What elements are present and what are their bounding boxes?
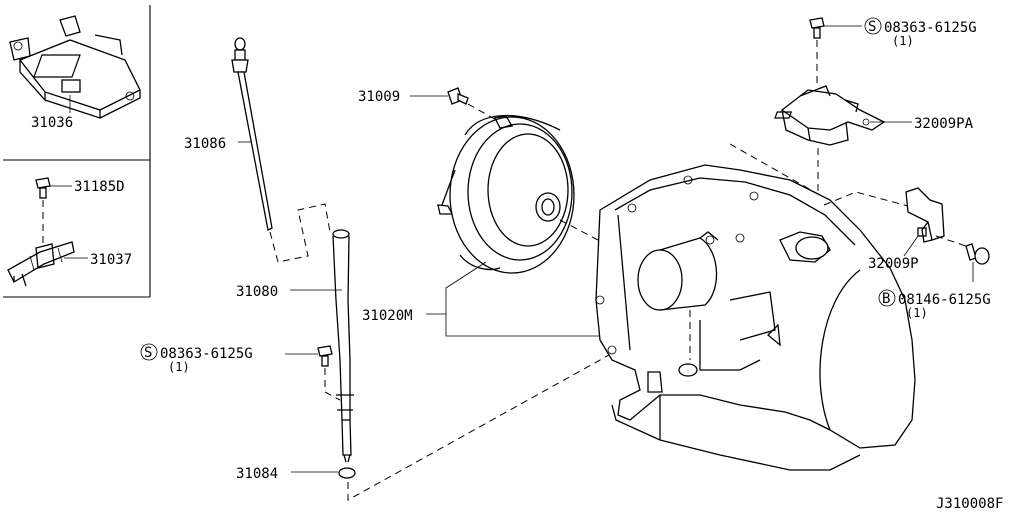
bolt-left[interactable]	[317, 345, 333, 367]
control-unit-bracket[interactable]	[9, 15, 141, 119]
assembly-line-bolt-left-2	[324, 391, 341, 401]
assembly-line-31009	[467, 103, 501, 123]
fastener-right-qty: (1)	[906, 306, 928, 320]
converter-bolt[interactable]	[447, 87, 469, 105]
label-32009pa[interactable]: 32009PA	[914, 116, 974, 132]
assembly-line-32009pa-2	[729, 143, 819, 195]
assembly-line-32009p	[823, 191, 909, 207]
diagram-code: J310008F	[936, 496, 1003, 512]
label-31009[interactable]: 31009	[358, 89, 400, 105]
dipstick-tube[interactable]	[332, 229, 354, 463]
fastener-left-symbol: S	[144, 345, 152, 361]
fastener-top-symbol-circle	[864, 17, 882, 35]
label-31185d[interactable]: 31185D	[74, 179, 125, 195]
sensor-bracket[interactable]	[7, 241, 75, 287]
bracket-32009p[interactable]	[905, 187, 945, 243]
fastener-top-symbol: S	[868, 19, 876, 35]
fastener-top[interactable]: S 08363-6125G (1)	[864, 17, 977, 48]
assembly-line-tube	[347, 309, 691, 501]
bracket-32009pa[interactable]	[774, 85, 886, 146]
o-ring[interactable]	[338, 467, 356, 479]
bolt-top[interactable]	[809, 17, 825, 39]
fastener-left-qty: (1)	[168, 360, 190, 374]
bolt-right[interactable]	[965, 243, 990, 265]
torque-converter[interactable]	[437, 114, 575, 274]
leader-32009p	[903, 235, 919, 257]
assembly-line-dipstick	[269, 203, 331, 263]
fastener-left[interactable]: S 08363-6125G (1)	[140, 343, 253, 374]
label-31020m[interactable]: 31020M	[362, 308, 413, 324]
label-31084[interactable]: 31084	[236, 466, 278, 482]
fastener-right[interactable]: B 08146-6125G (1)	[878, 289, 991, 320]
small-bolt[interactable]	[35, 177, 51, 199]
fastener-right-symbol: B	[882, 291, 890, 307]
label-31086[interactable]: 31086	[184, 136, 226, 152]
label-32009p[interactable]: 32009P	[868, 256, 919, 272]
transmission-case[interactable]	[595, 164, 916, 471]
label-31036[interactable]: 31036	[31, 115, 73, 131]
fastener-right-code: 08146-6125G	[898, 292, 991, 308]
fastener-left-code: 08363-6125G	[160, 346, 253, 362]
assembly-line-bolt-right	[935, 235, 967, 247]
label-31080[interactable]: 31080	[236, 284, 278, 300]
leader-31020m-bracket	[445, 261, 600, 337]
fastener-top-qty: (1)	[892, 34, 914, 48]
fastener-right-symbol-circle	[878, 289, 896, 307]
dipstick[interactable]	[231, 37, 273, 231]
fastener-top-code: 08363-6125G	[884, 20, 977, 36]
inset-frame	[3, 5, 151, 298]
fastener-left-symbol-circle	[140, 343, 158, 361]
label-31037[interactable]: 31037	[90, 252, 132, 268]
